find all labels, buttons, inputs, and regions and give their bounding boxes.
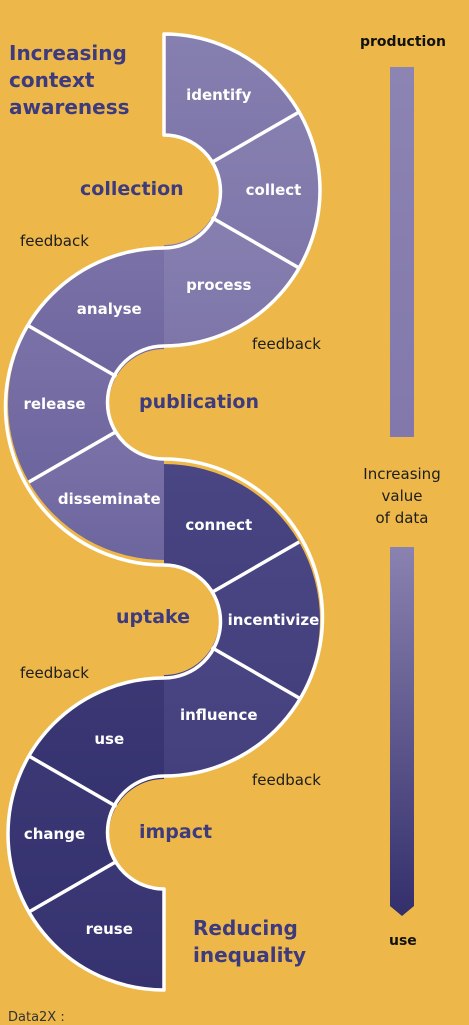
step-segment [7, 326, 117, 482]
step-label-reuse: reuse [86, 920, 133, 938]
segment-divider [28, 429, 118, 484]
heading-reducing-inequality: Reducing inequality [193, 916, 307, 967]
feedback-label: feedback [252, 771, 321, 789]
step-label-incentivize: incentivize [228, 611, 320, 629]
segment-divider [28, 324, 118, 379]
feedback-label: feedback [252, 335, 321, 353]
step-label-influence: influence [180, 706, 258, 724]
stage-impact: impact [139, 821, 213, 843]
use-bar-arrow [390, 547, 414, 916]
segment-divider [28, 859, 118, 914]
production-bar [390, 67, 414, 437]
segment-divider [28, 754, 118, 809]
stage-collection: collection [80, 178, 184, 200]
segment-divider [210, 540, 300, 595]
segment-divider [210, 215, 300, 270]
step-segment [7, 756, 117, 912]
step-label-identify: identify [186, 86, 252, 104]
segment-divider [210, 645, 300, 700]
heading-context-awareness: Increasing context awareness [9, 41, 130, 119]
segment-divider [210, 110, 300, 165]
step-label-collect: collect [246, 181, 302, 199]
step-label-connect: connect [185, 516, 252, 534]
feedback-label: feedback [20, 664, 89, 682]
step-segment [211, 542, 321, 698]
step-label-process: process [186, 276, 251, 294]
step-segment [211, 112, 321, 268]
step-label-release: release [23, 395, 85, 413]
production-label: production [360, 34, 446, 50]
stage-publication: publication [139, 391, 260, 413]
use-label: use [389, 933, 417, 949]
increasing-value-label: Increasing value of data [363, 465, 441, 527]
step-label-analyse: analyse [77, 300, 142, 318]
source-footer: Data2X : [8, 1010, 65, 1025]
stage-uptake: uptake [116, 606, 191, 628]
step-label-disseminate: disseminate [58, 490, 161, 508]
feedback-label: feedback [20, 232, 89, 250]
spiral-outline [3, 32, 325, 992]
step-label-use: use [94, 730, 124, 748]
step-label-change: change [24, 825, 85, 843]
